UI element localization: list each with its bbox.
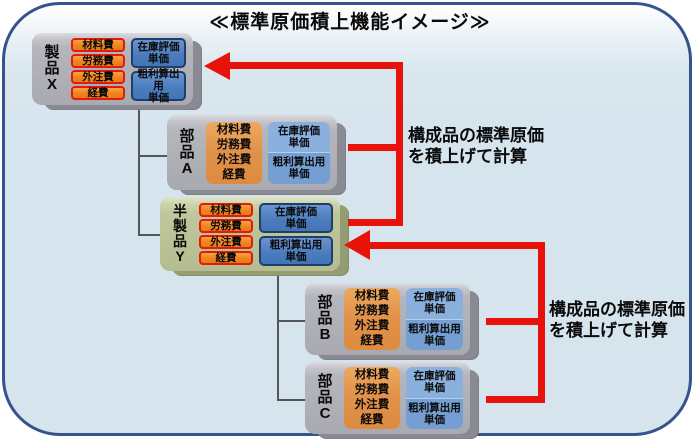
rollup-line-from-part-a [348,144,403,151]
block-semi-product-y: 半製品Y 材料費 労務費 外注費 経費 在庫評価 単価 粗利算出用 単価 [160,197,340,271]
fee-box: 外注費 [199,235,253,249]
price-box: 粗利算出用 単価 [131,68,186,104]
price-cell: 在庫評価 単価 [406,288,463,320]
fee-panel: 材料費 労務費 外注費 経費 [344,367,400,429]
fee-panel: 材料費 労務費 外注費 経費 [344,288,400,350]
price-box: 在庫評価 単価 [131,37,186,68]
rollup-line-from-part-c [486,396,545,403]
rollup-line-from-part-b [486,318,545,325]
block-part-c: 部品C 材料費 労務費 外注費 経費 在庫評価 単価 粗利算出用 単価 [305,362,470,434]
price-panel: 在庫評価 単価 粗利算出用 単価 [268,121,330,184]
rollup-note-1: 構成品の標準原価 を積上げて計算 [408,126,544,166]
connector-trunk-product-x [138,104,140,236]
price-box: 粗利算出用 単価 [259,235,333,266]
block-label: 部品A [179,127,195,177]
fee-box: 材料費 [71,38,125,52]
price-cell: 粗利算出用 単価 [406,319,463,350]
block-product-x: 製品X 材料費 労務費 外注費 経費 在庫評価 単価 粗利算出用 単価 [32,33,193,105]
fee-box: 労務費 [71,54,125,68]
connector-branch-semi-product-y [140,234,162,236]
price-box: 在庫評価 単価 [259,202,333,233]
price-column: 在庫評価 単価 粗利算出用 単価 [131,37,186,104]
fee-column: 材料費 労務費 外注費 経費 [199,203,253,265]
price-panel: 在庫評価 単価 粗利算出用 単価 [406,367,463,429]
fee-panel: 材料費 労務費 外注費 経費 [206,121,262,184]
connector-trunk-semi-product-y [277,270,279,401]
left-arrowhead-icon [344,230,370,260]
connector-branch-part-b [279,320,307,322]
connector-branch-part-a [140,155,168,157]
block-part-a: 部品A 材料費 労務費 外注費 経費 在庫評価 単価 粗利算出用 単価 [167,115,337,190]
fee-box: 経費 [199,251,253,265]
left-arrowhead-icon [204,52,230,80]
price-panel: 在庫評価 単価 粗利算出用 単価 [406,288,463,350]
fee-box: 経費 [71,86,125,100]
block-label: 部品C [317,373,333,422]
fee-column: 材料費 労務費 外注費 経費 [71,38,125,100]
block-label: 部品B [317,294,333,343]
price-cell: 在庫評価 単価 [268,121,330,153]
fee-box: 労務費 [199,219,253,233]
rollup-note-2: 構成品の標準原価 を積上げて計算 [549,300,685,340]
price-cell: 粗利算出用 単価 [268,153,330,184]
rollup-arrow-to-product-x [228,62,403,69]
block-part-b: 部品B 材料費 労務費 外注費 経費 在庫評価 単価 粗利算出用 単価 [305,283,470,355]
block-label: 製品X [44,44,60,93]
price-cell: 粗利算出用 単価 [406,398,463,429]
price-cell: 在庫評価 単価 [406,367,463,399]
price-column: 在庫評価 単価 粗利算出用 単価 [259,202,333,266]
fee-box: 材料費 [199,203,253,217]
rollup-line-from-semi-product-y [348,219,403,226]
block-label: 半製品Y [173,203,187,264]
diagram-title: ≪標準原価積上機能イメージ≫ [209,12,491,33]
connector-branch-part-c [279,399,307,401]
rollup-arrow-to-semi-product-y [368,242,545,249]
fee-box: 外注費 [71,70,125,84]
